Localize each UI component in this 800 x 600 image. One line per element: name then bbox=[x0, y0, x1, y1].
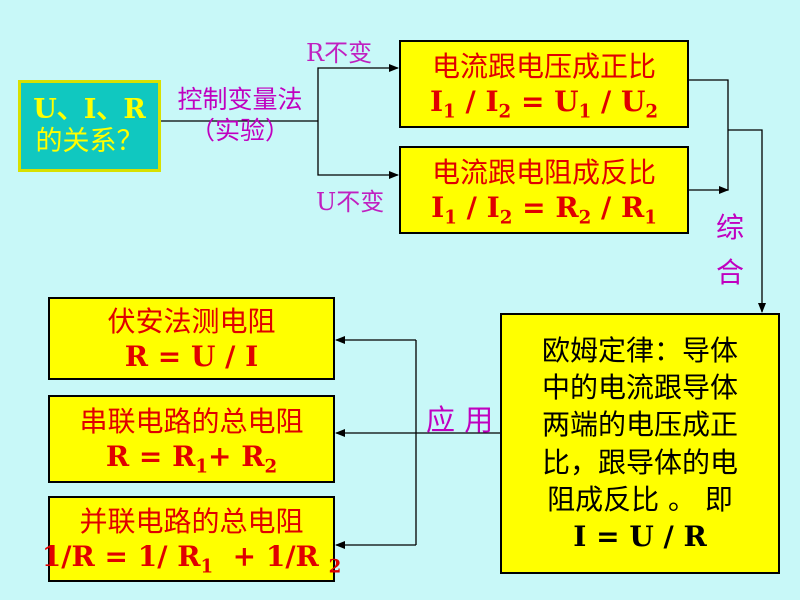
start-box-line1: U、I、R bbox=[33, 93, 146, 125]
method-label: 控制变量法 （实验） bbox=[160, 84, 320, 147]
ohm-line-5: 阻成反比 。 即 bbox=[547, 482, 733, 516]
start-box-line2: 的关系？ bbox=[35, 126, 144, 157]
app-box-1-formula: R = U / I bbox=[124, 339, 259, 373]
app-box-voltammetry: 伏安法测电阻 R = U / I bbox=[48, 297, 335, 380]
box-u-const: 电流跟电阻成反比 I1 / I2 = R2 / R1 bbox=[399, 146, 689, 234]
u-const-label: U不变 bbox=[316, 188, 385, 216]
ohm-line-4: 比，跟导体的电 bbox=[541, 445, 738, 479]
synthesis-char2: 合 bbox=[716, 255, 745, 289]
arrow-r-const-out bbox=[688, 79, 729, 191]
box-r-const-title: 电流跟电压成正比 bbox=[431, 50, 656, 83]
method-line2: （实验） bbox=[189, 116, 290, 146]
box-u-const-title: 电流跟电阻成反比 bbox=[431, 156, 656, 189]
ohm-law-box: 欧姆定律：导体 中的电流跟导体 两端的电压成正 比，跟导体的电 阻成反比 。 即… bbox=[500, 313, 780, 574]
arrow-to-r-const bbox=[317, 64, 399, 121]
app-box-parallel: 并联电路的总电阻 1/R = 1/ R1 + 1/R 2 bbox=[42, 496, 341, 582]
app-box-3-formula: 1/R = 1/ R1 + 1/R 2 bbox=[41, 540, 342, 578]
app-box-2-title: 串联电路的总电阻 bbox=[79, 405, 304, 438]
synthesis-label: 综 合 bbox=[716, 206, 744, 296]
arrow-to-u-const bbox=[317, 121, 399, 179]
method-line1: 控制变量法 bbox=[177, 85, 303, 114]
application-label: 应 用 bbox=[426, 403, 494, 437]
ohm-line-2: 中的电流跟导体 bbox=[541, 371, 738, 405]
r-const-label: R不变 bbox=[306, 39, 373, 67]
ohm-line-3: 两端的电压成正 bbox=[541, 408, 738, 442]
app-box-3-title: 并联电路的总电阻 bbox=[79, 505, 304, 538]
arrow-synthesis bbox=[728, 129, 766, 313]
synthesis-char1: 综 bbox=[716, 211, 745, 244]
ohm-formula: I = U / R bbox=[573, 519, 707, 553]
ohm-line-1: 欧姆定律：导体 bbox=[541, 333, 738, 367]
box-u-const-formula: I1 / I2 = R2 / R1 bbox=[431, 191, 657, 229]
start-box: U、I、R 的关系？ bbox=[18, 80, 161, 172]
app-box-series: 串联电路的总电阻 R = R1+ R2 bbox=[48, 395, 335, 483]
app-box-2-formula: R = R1+ R2 bbox=[105, 440, 278, 478]
box-r-const-formula: I1 / I2 = U1 / U2 bbox=[429, 85, 659, 123]
box-r-const: 电流跟电压成正比 I1 / I2 = U1 / U2 bbox=[399, 40, 689, 128]
app-box-1-title: 伏安法测电阻 bbox=[107, 304, 276, 338]
